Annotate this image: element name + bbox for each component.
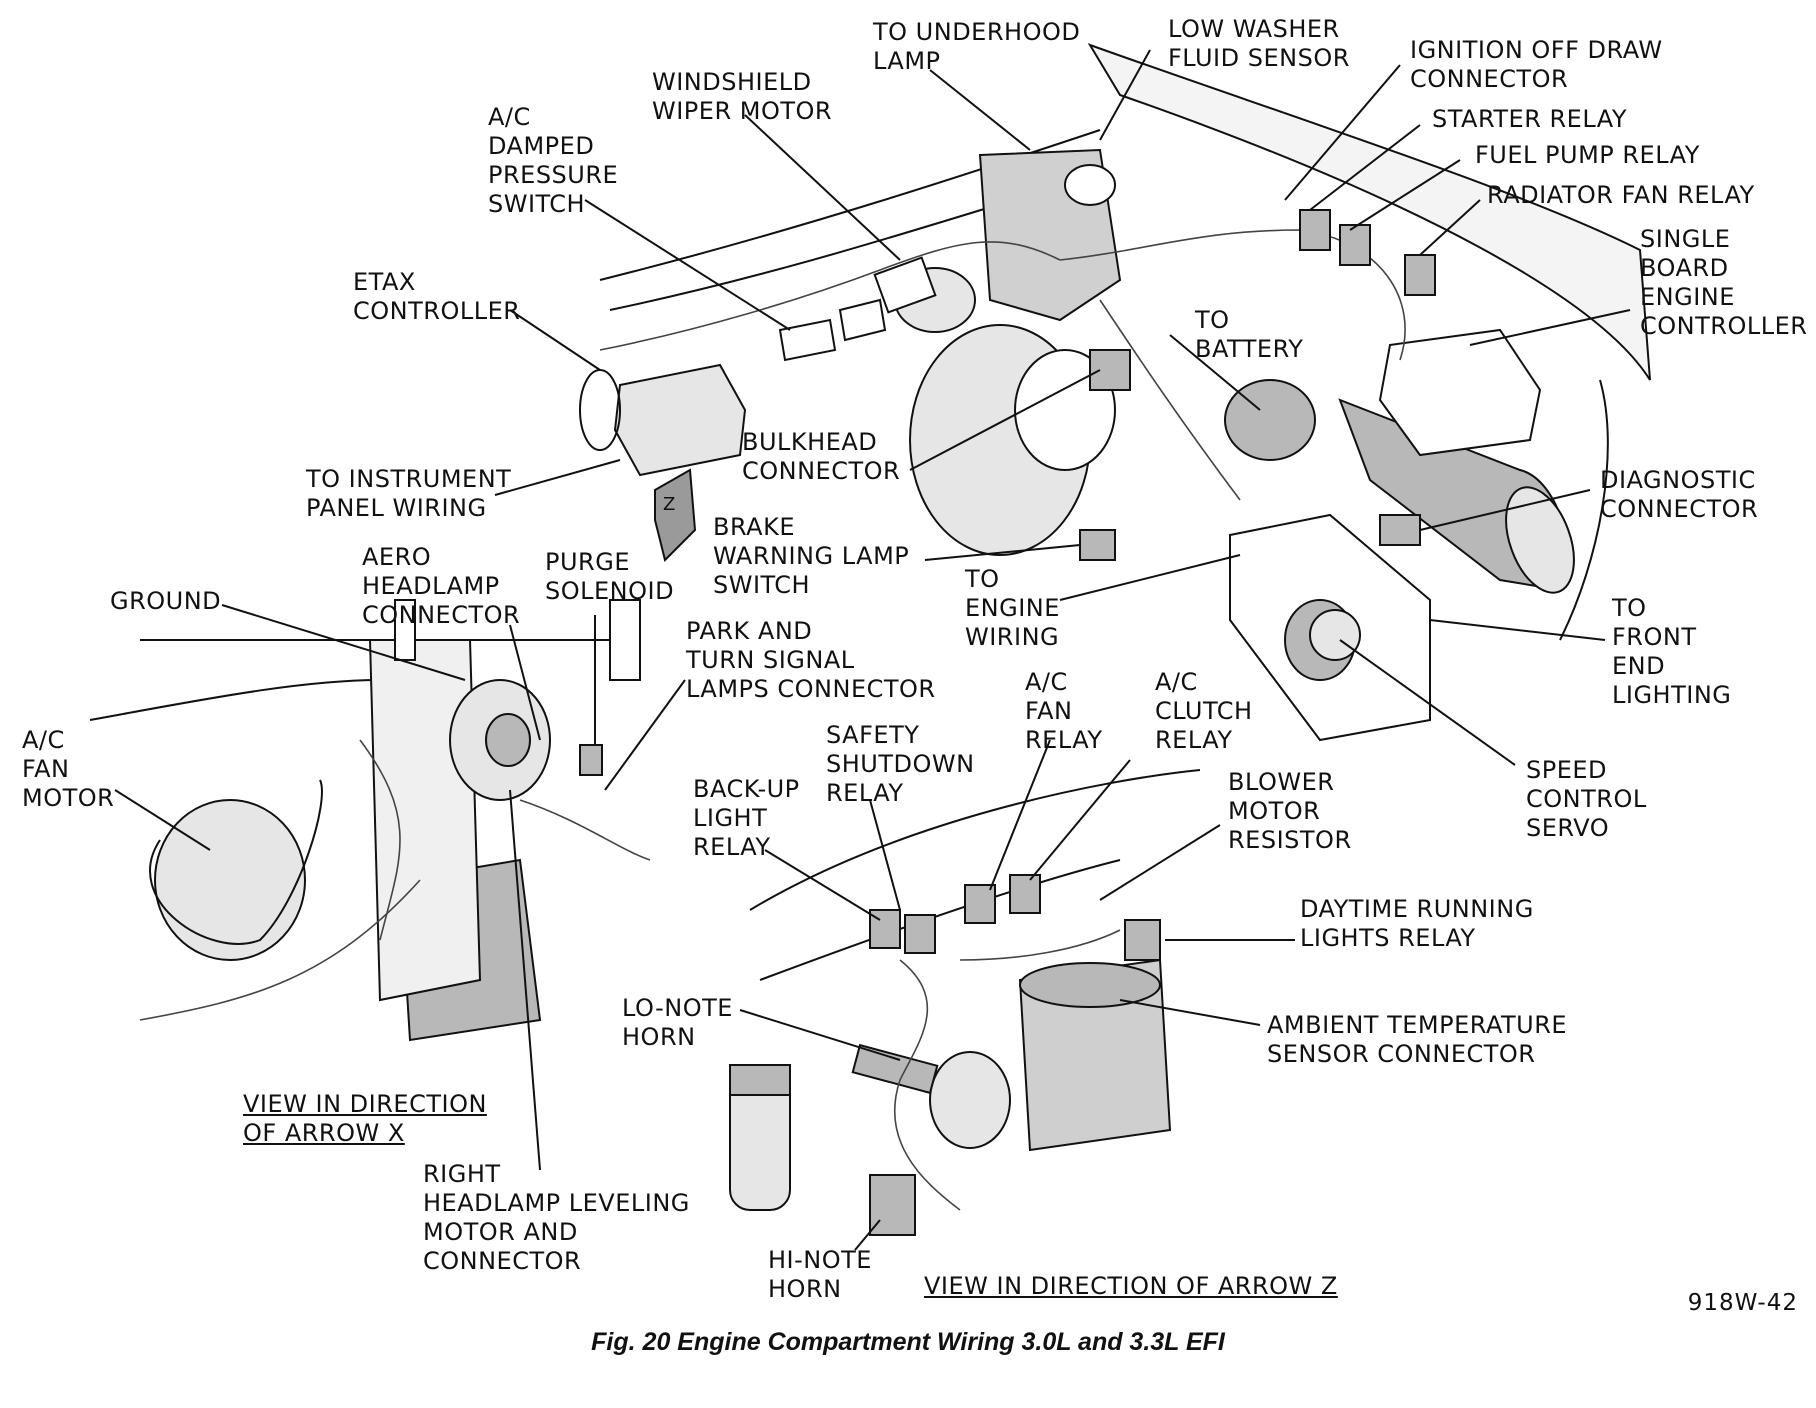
ac-fan-relay-label: A/C FAN RELAY: [1025, 668, 1103, 754]
to-front-end-lighting-label: TO FRONT END LIGHTING: [1612, 594, 1732, 709]
ac-fan-motor-label: A/C FAN MOTOR: [22, 726, 115, 812]
figure-caption: Fig. 20 Engine Compartment Wiring 3.0L a…: [591, 1328, 1225, 1356]
windshield-wiper-motor-label: WINDSHIELD WIPER MOTOR: [652, 68, 833, 125]
speed-control-servo-label: SPEED CONTROL SERVO: [1526, 756, 1647, 842]
hi-note-horn-label: HI-NOTE HORN: [768, 1246, 872, 1303]
view-z-illustration: [729, 769, 1201, 1236]
aero-headlamp-connector-label: AERO HEADLAMP CONNECTOR: [362, 543, 521, 629]
back-up-light-relay-label: BACK-UP LIGHT RELAY: [693, 775, 800, 861]
bulkhead-connector-label: BULKHEAD CONNECTOR: [742, 428, 901, 485]
view-arrow-x-label: VIEW IN DIRECTION OF ARROW X: [243, 1090, 487, 1147]
leader-lines: [114, 49, 1631, 1251]
safety-shutdown-relay-label: SAFETY SHUTDOWN RELAY: [826, 721, 975, 807]
starter-relay-label: STARTER RELAY: [1432, 105, 1627, 133]
ignition-off-draw-connector-label: IGNITION OFF DRAW CONNECTOR: [1410, 36, 1663, 93]
low-washer-fluid-sensor-label: LOW WASHER FLUID SENSOR: [1168, 15, 1350, 72]
diagnostic-connector-label: DIAGNOSTIC CONNECTOR: [1600, 466, 1759, 523]
to-battery-label: TO BATTERY: [1195, 306, 1304, 363]
to-underhood-lamp-label: TO UNDERHOOD LAMP: [873, 18, 1081, 75]
ambient-temperature-sensor-label: AMBIENT TEMPERATURE SENSOR CONNECTOR: [1267, 1011, 1568, 1068]
arrow-z-letter: Z: [663, 494, 676, 515]
purge-solenoid-label: PURGE SOLENOID: [545, 548, 675, 605]
ground-label: GROUND: [110, 587, 222, 615]
to-instrument-panel-wiring-label: TO INSTRUMENT PANEL WIRING: [306, 465, 512, 522]
park-turn-signal-label: PARK AND TURN SIGNAL LAMPS CONNECTOR: [686, 617, 936, 703]
radiator-fan-relay-label: RADIATOR FAN RELAY: [1487, 181, 1755, 209]
to-engine-wiring-label: TO ENGINE WIRING: [965, 565, 1060, 651]
brake-warning-lamp-switch-label: BRAKE WARNING LAMP SWITCH: [713, 513, 910, 599]
fuel-pump-relay-label: FUEL PUMP RELAY: [1475, 141, 1700, 169]
ac-damped-pressure-switch-label: A/C DAMPED PRESSURE SWITCH: [488, 103, 619, 218]
arrow-z-marker: [654, 468, 697, 562]
view-arrow-z-label: VIEW IN DIRECTION OF ARROW Z: [924, 1272, 1338, 1300]
ac-clutch-relay-label: A/C CLUTCH RELAY: [1155, 668, 1253, 754]
daytime-running-lights-relay-label: DAYTIME RUNNING LIGHTS RELAY: [1300, 895, 1534, 952]
view-x-illustration: [89, 599, 651, 1042]
figure-number: 918W-42: [1687, 1290, 1798, 1316]
etax-controller-label: ETAX CONTROLLER: [353, 268, 521, 325]
main-view-illustration: [579, 43, 1651, 742]
right-headlamp-leveling-label: RIGHT HEADLAMP LEVELING MOTOR AND CONNEC…: [423, 1160, 690, 1275]
blower-motor-resistor-label: BLOWER MOTOR RESISTOR: [1228, 768, 1352, 854]
single-board-engine-controller-label: SINGLE BOARD ENGINE CONTROLLER: [1640, 225, 1808, 340]
lo-note-horn-label: LO-NOTE HORN: [622, 994, 733, 1051]
